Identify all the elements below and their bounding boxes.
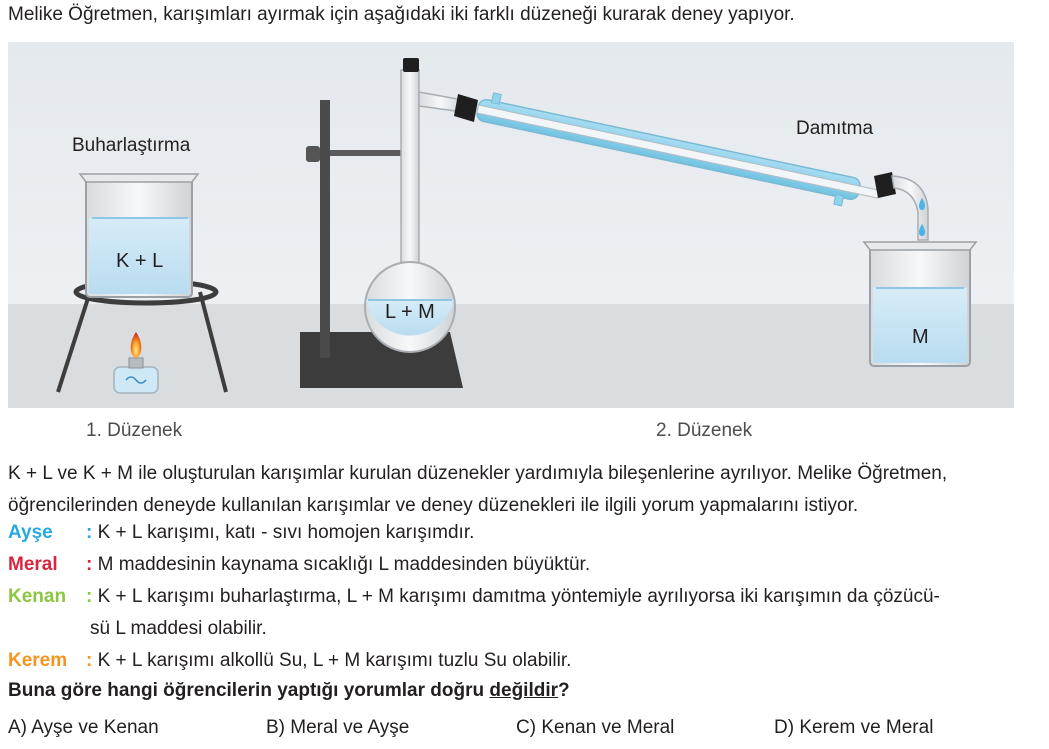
beaker2-content-label: M: [912, 326, 929, 348]
flame: [130, 332, 142, 358]
comment-kerem: Kerem: K + L karışımı alkollü Su, L + M …: [8, 650, 572, 671]
bench-surface: [8, 304, 1014, 408]
clamp-knob: [306, 146, 320, 162]
student-name: Kerem: [8, 650, 68, 671]
label-distillation: Damıtma: [796, 118, 874, 139]
option-a[interactable]: A) Ayşe ve Kenan: [8, 717, 159, 738]
beaker-liquid: [89, 218, 189, 294]
beaker1-content-label: K + L: [116, 250, 163, 272]
label-evaporation: Buharlaştırma: [72, 135, 191, 156]
description-paragraph: K + L ve K + M ile oluşturulan karışımla…: [8, 463, 948, 516]
evaporation-setup: [56, 173, 228, 394]
comment-text: K + L karışımı buharlaştırma, L + M karı…: [97, 586, 940, 607]
caption-setup-1: 1. Düzenek: [86, 420, 183, 441]
comment-meral: Meral: M maddesinin kaynama sıcaklığı L …: [8, 554, 591, 575]
comment-text: K + L karışımı, katı - sıvı homojen karı…: [97, 522, 475, 543]
tripod-leg: [56, 291, 92, 393]
student-name: Meral: [8, 554, 58, 575]
condenser-stopper: [454, 94, 478, 122]
flask-content-label: L + M: [385, 301, 435, 323]
question-suffix: ?: [558, 680, 570, 701]
comment-text: M maddesinin kaynama sıcaklığı L maddesi…: [97, 554, 591, 575]
receiver-liquid: [873, 288, 967, 363]
caption-setup-2: 2. Düzenek: [656, 420, 753, 441]
receiver-rim: [862, 241, 978, 251]
intro-text: Melike Öğretmen, karışımları ayırmak içi…: [8, 4, 795, 25]
comment-kenan-continued: sü L maddesi olabilir.: [90, 618, 267, 639]
question-emphasis: değildir: [489, 680, 559, 701]
option-c[interactable]: C) Kenan ve Meral: [516, 717, 675, 738]
student-name: Kenan: [8, 586, 67, 607]
adapter-stopper: [874, 172, 896, 198]
flask-liquid: [366, 300, 454, 336]
question-text: Buna göre hangi öğrencilerin yaptığı yor…: [8, 680, 570, 702]
distillation-setup: [300, 58, 978, 388]
comment-kenan: Kenan: K + L karışımı buharlaştırma, L +…: [8, 586, 940, 607]
option-d[interactable]: D) Kerem ve Meral: [774, 717, 934, 738]
beaker-rim: [78, 173, 200, 183]
drop: [919, 198, 925, 210]
flask-stopper: [403, 58, 419, 72]
clamp-arm: [330, 150, 404, 156]
stand-rod: [320, 100, 330, 358]
comment-ayse: Ayşe: K + L karışımı, katı - sıvı homoje…: [8, 522, 475, 543]
option-b[interactable]: B) Meral ve Ayşe: [266, 717, 410, 738]
flask-neck: [400, 69, 420, 291]
experiment-figure: Buharlaştırma Damıtma K + L L + M M: [8, 42, 1014, 408]
question-prefix: Buna göre hangi öğrencilerin yaptığı yor…: [8, 680, 490, 701]
drop: [919, 224, 925, 236]
adapter-tube: [891, 175, 929, 241]
student-name: Ayşe: [8, 522, 53, 543]
comment-text: K + L karışımı alkollü Su, L + M karışım…: [97, 650, 572, 671]
tripod-leg: [198, 291, 228, 393]
